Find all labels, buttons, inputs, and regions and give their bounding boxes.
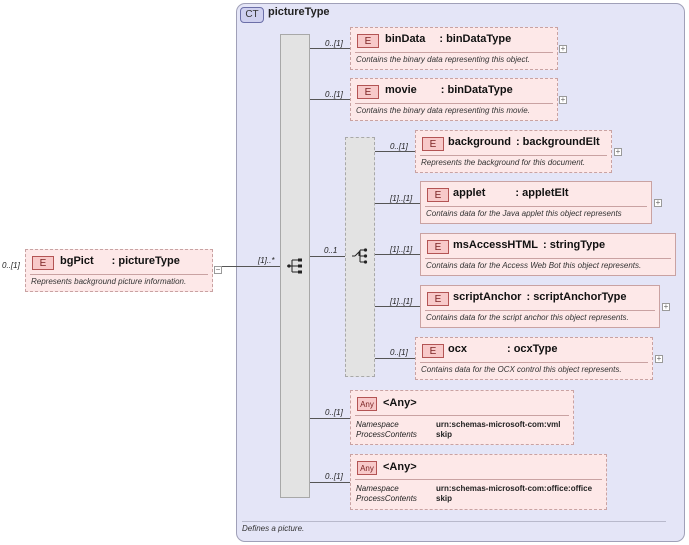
element-badge: E: [357, 34, 379, 48]
element-doc: Contains data for the Java applet this o…: [426, 209, 622, 218]
element-name: movie: binDataType: [385, 84, 513, 96]
element-cardinality: 0..[1]: [390, 348, 408, 357]
any-badge: Any: [357, 461, 377, 475]
expand-toggle[interactable]: +: [654, 198, 662, 207]
element-badge: E: [427, 188, 449, 202]
sequence-icon: [287, 258, 302, 274]
connector-line: [222, 266, 280, 267]
element-cardinality: [1]..[1]: [390, 194, 413, 203]
element-cardinality: [1]..[1]: [390, 297, 413, 306]
element-name: ocx: ocxType: [448, 343, 558, 355]
element-background[interactable]: E background: backgroundElt Represents t…: [415, 130, 612, 173]
element-scriptanchor[interactable]: E scriptAnchor: scriptAnchorType Contain…: [420, 285, 660, 328]
element-badge: E: [422, 137, 444, 151]
any-element-office[interactable]: Any <Any> Namespace urn:schemas-microsof…: [350, 454, 607, 510]
connector-line: [375, 358, 415, 359]
element-cardinality: 0..[1]: [390, 142, 408, 151]
connector-line: [375, 306, 420, 307]
connector-line: [310, 99, 350, 100]
connector-line: [310, 48, 350, 49]
element-doc: Contains data for the script anchor this…: [426, 313, 629, 322]
namespace-label: Namespace: [356, 420, 399, 429]
element-badge: E: [32, 256, 54, 270]
connector-line: [310, 256, 346, 257]
expand-toggle[interactable]: +: [662, 302, 670, 311]
collapse-toggle[interactable]: −: [214, 265, 222, 274]
choice-icon: [352, 248, 368, 264]
root-cardinality: 0..[1]: [2, 261, 20, 270]
element-divider: [420, 362, 648, 363]
process-contents-value: skip: [436, 430, 453, 439]
connector-line: [375, 151, 415, 152]
namespace-value: urn:schemas-microsoft-com:vml: [436, 420, 561, 429]
element-divider: [30, 274, 208, 275]
connector-line: [375, 254, 420, 255]
element-badge: E: [357, 85, 379, 99]
namespace-label: Namespace: [356, 484, 399, 493]
complex-type-doc: Defines a picture.: [242, 524, 305, 533]
any-element-vml[interactable]: Any <Any> Namespace urn:schemas-microsof…: [350, 390, 574, 445]
element-movie[interactable]: E movie: binDataType Contains the binary…: [350, 78, 558, 121]
element-divider: [355, 415, 569, 416]
expand-toggle[interactable]: +: [559, 95, 567, 104]
element-divider: [420, 155, 607, 156]
process-contents-value: skip: [436, 494, 453, 503]
element-divider: [425, 310, 655, 311]
element-name: bgPict: pictureType: [60, 255, 180, 267]
process-contents-label: ProcessContents: [356, 430, 417, 439]
element-divider: [355, 103, 553, 104]
element-doc: Contains the binary data representing th…: [356, 55, 530, 64]
element-applet[interactable]: E applet: appletElt Contains data for th…: [420, 181, 652, 224]
choice-cardinality: 0..1: [324, 246, 338, 255]
connector-line: [375, 203, 420, 204]
element-badge: E: [427, 292, 449, 306]
connector-line: [310, 482, 350, 483]
element-divider: [355, 52, 553, 53]
element-doc: Contains the binary data representing th…: [356, 106, 530, 115]
element-bindata[interactable]: E binData: binDataType Contains the bina…: [350, 27, 558, 70]
any-name: <Any>: [383, 397, 417, 409]
namespace-value: urn:schemas-microsoft-com:office:office: [436, 484, 593, 493]
any-badge: Any: [357, 397, 377, 411]
element-name: background: backgroundElt: [448, 136, 600, 148]
root-element-bgpict[interactable]: E bgPict: pictureType Represents backgro…: [25, 249, 213, 292]
connector-line: [310, 418, 350, 419]
complex-type-divider: [242, 521, 666, 522]
element-doc: Represents the background for this docum…: [421, 158, 586, 167]
element-doc: Contains data for the OCX control this o…: [421, 365, 622, 374]
element-name: binData: binDataType: [385, 33, 512, 45]
element-msaccesshtml[interactable]: E msAccessHTML: stringType Contains data…: [420, 233, 676, 276]
element-name: applet: appletElt: [453, 187, 569, 199]
any-cardinality: 0..[1]: [325, 408, 343, 417]
element-doc: Contains data for the Access Web Bot thi…: [426, 261, 642, 270]
complex-type-title: pictureType: [268, 6, 330, 18]
element-divider: [355, 479, 602, 480]
element-badge: E: [422, 344, 444, 358]
process-contents-label: ProcessContents: [356, 494, 417, 503]
expand-toggle[interactable]: +: [655, 354, 663, 363]
expand-toggle[interactable]: +: [559, 44, 567, 53]
complex-type-badge: CT: [240, 7, 264, 23]
expand-toggle[interactable]: +: [614, 147, 622, 156]
element-doc: Represents background picture informatio…: [31, 277, 187, 286]
any-name: <Any>: [383, 461, 417, 473]
element-divider: [425, 258, 671, 259]
element-badge: E: [427, 240, 449, 254]
element-cardinality: [1]..[1]: [390, 245, 413, 254]
element-name: msAccessHTML: stringType: [453, 239, 606, 251]
element-ocx[interactable]: E ocx: ocxType Contains data for the OCX…: [415, 337, 653, 380]
element-cardinality: 0..[1]: [325, 39, 343, 48]
any-cardinality: 0..[1]: [325, 472, 343, 481]
sequence-cardinality: [1]..*: [258, 256, 275, 265]
element-cardinality: 0..[1]: [325, 90, 343, 99]
element-name: scriptAnchor: scriptAnchorType: [453, 291, 627, 303]
element-divider: [425, 206, 647, 207]
